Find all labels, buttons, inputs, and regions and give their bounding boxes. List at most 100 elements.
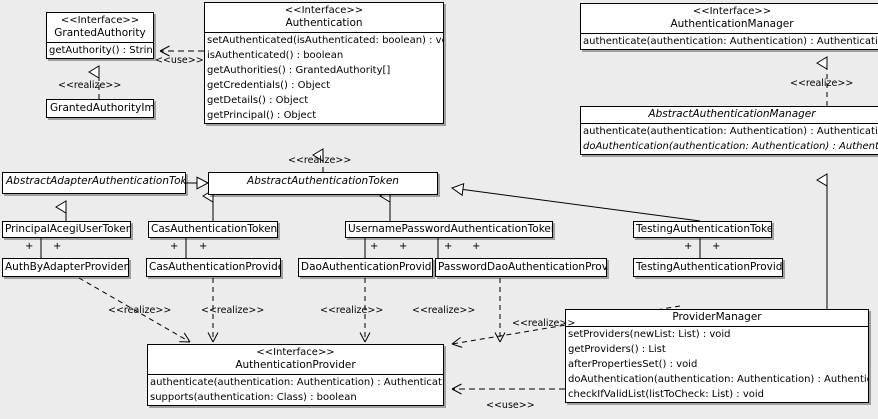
class-name: PrincipalAcegiUserToken (5, 223, 131, 235)
class-header: <<Interface>> AuthenticationProvider (148, 345, 443, 374)
class-testing-authentication-token[interactable]: TestingAuthenticationToken (633, 221, 772, 238)
class-header: GrantedAuthorityImpl (47, 100, 153, 117)
edge-label-realize-cas-authentication-provider: <<realize>> (201, 305, 265, 316)
operation: authenticate(authentication: Authenticat… (583, 126, 878, 137)
class-header: <<Interface>> GrantedAuthority (47, 13, 153, 42)
class-name: ProviderManager (672, 311, 762, 323)
class-header: AbstractAdapterAuthenticationToken (3, 173, 185, 190)
class-name: GrantedAuthority (54, 27, 146, 39)
operation: isAuthenticated() : boolean (207, 50, 344, 61)
class-header: DaoAuthenticationProvider (299, 259, 432, 276)
class-authentication-provider[interactable]: <<Interface>> AuthenticationProvider aut… (147, 344, 444, 406)
stereotype-label: <<Interface>> (284, 5, 364, 16)
class-authentication-manager[interactable]: <<Interface>> AuthenticationManager auth… (580, 3, 878, 50)
class-name: Authentication (285, 17, 363, 29)
operation: afterPropertiesSet() : void (568, 359, 698, 370)
edge-label-use-provider-manager: <<use>> (486, 400, 535, 411)
class-abstract-adapter-authentication-token[interactable]: AbstractAdapterAuthenticationToken (2, 172, 186, 194)
class-header: TestingAuthenticationToken (634, 222, 771, 237)
edge-label-realize-abstract-authentication-token: <<realize>> (288, 155, 352, 166)
association-marker-plus: + (684, 241, 693, 252)
class-name: CasAuthenticationProvider (149, 261, 281, 273)
association-marker-plus: + (370, 241, 379, 252)
operation: setAuthenticated(isAuthenticated: boolea… (207, 35, 443, 46)
class-granted-authority[interactable]: <<Interface>> GrantedAuthority getAuthor… (46, 12, 154, 59)
class-header: <<Interface>> AuthenticationManager (581, 4, 878, 33)
operation: getDetails() : Object (207, 95, 309, 106)
edge-label-realize-password-dao-authentication-provider: <<realize>> (412, 305, 476, 316)
class-header: AuthByAdapterProvider (3, 259, 128, 276)
class-header: TestingAuthenticationProvider (634, 259, 782, 276)
class-name: AbstractAdapterAuthenticationToken (6, 175, 186, 187)
association-marker-plus: + (53, 241, 62, 252)
operations-compartment: setAuthenticated(isAuthenticated: boolea… (205, 32, 443, 123)
operation: authenticate(authentication: Authenticat… (150, 377, 443, 388)
class-abstract-authentication-token[interactable]: AbstractAuthenticationToken (208, 172, 438, 195)
class-header: <<Interface>> Authentication (205, 3, 443, 32)
class-name: TestingAuthenticationToken (636, 223, 772, 235)
operations-compartment: authenticate(authentication: Authenticat… (581, 123, 878, 154)
class-header: AbstractAuthenticationManager (581, 107, 878, 123)
association-marker-plus: + (712, 241, 721, 252)
class-name: AbstractAuthenticationManager (648, 108, 816, 120)
class-name: AbstractAuthenticationToken (247, 175, 399, 187)
class-header: AbstractAuthenticationToken (209, 173, 437, 190)
class-header: ProviderManager (566, 310, 868, 326)
operation: getCredentials() : Object (207, 80, 331, 91)
operation: getProviders() : List (568, 344, 666, 355)
operation: doAuthentication(authentication: Authent… (568, 374, 868, 385)
association-marker-plus: + (170, 241, 179, 252)
class-header: PasswordDaoAuthenticationProvider (436, 259, 606, 276)
class-name: TestingAuthenticationProvider (636, 261, 783, 273)
class-auth-by-adapter-provider[interactable]: AuthByAdapterProvider (2, 258, 129, 277)
class-name: CasAuthenticationToken (151, 223, 278, 235)
class-provider-manager[interactable]: ProviderManager setProviders(newList: Li… (565, 309, 869, 403)
class-authentication[interactable]: <<Interface>> Authentication setAuthenti… (204, 2, 444, 124)
class-name: AuthenticationProvider (235, 359, 356, 371)
class-cas-authentication-token[interactable]: CasAuthenticationToken (148, 221, 278, 238)
association-marker-plus: + (472, 241, 481, 252)
edge-label-realize-abstract-authentication-manager: <<realize>> (790, 78, 854, 89)
operation: getAuthority() : String (49, 45, 153, 56)
class-name: AuthenticationManager (670, 18, 794, 30)
operations-compartment: getAuthority() : String (47, 42, 153, 58)
class-username-password-authentication-token[interactable]: UsernamePasswordAuthenticationToken (345, 221, 553, 238)
class-password-dao-authentication-provider[interactable]: PasswordDaoAuthenticationProvider (435, 258, 607, 277)
class-abstract-authentication-manager[interactable]: AbstractAuthenticationManager authentica… (580, 106, 878, 155)
class-name: DaoAuthenticationProvider (301, 261, 433, 273)
operation: checkIfValidList(listToCheck: List) : vo… (568, 389, 765, 400)
class-name: GrantedAuthorityImpl (50, 102, 154, 114)
class-dao-authentication-provider[interactable]: DaoAuthenticationProvider (298, 258, 433, 277)
class-name: PasswordDaoAuthenticationProvider (438, 261, 606, 273)
association-marker-plus: + (25, 241, 34, 252)
edge-label-realize-auth-by-adapter-provider: <<realize>> (108, 305, 172, 316)
association-marker-plus: + (199, 241, 208, 252)
class-header: CasAuthenticationToken (149, 222, 277, 237)
operation: supports(authentication: Class) : boolea… (150, 392, 357, 403)
edge-label-realize-dao-authentication-provider: <<realize>> (320, 305, 384, 316)
operation: authenticate(authentication: Authenticat… (583, 36, 878, 47)
association-marker-plus: + (399, 241, 408, 252)
class-header: UsernamePasswordAuthenticationToken (346, 222, 552, 237)
class-granted-authority-impl[interactable]: GrantedAuthorityImpl (46, 99, 154, 118)
class-cas-authentication-provider[interactable]: CasAuthenticationProvider (146, 258, 281, 277)
edge-label-use-authentication-granted-authority: <<use>> (155, 55, 204, 66)
edge-label-realize-granted-authority-impl: <<realize>> (58, 80, 122, 91)
stereotype-label: <<Interface>> (256, 347, 335, 358)
stereotype-label: <<Interface>> (692, 6, 772, 17)
class-testing-authentication-provider[interactable]: TestingAuthenticationProvider (633, 258, 783, 277)
operation: getPrincipal() : Object (207, 110, 317, 121)
operations-compartment: authenticate(authentication: Authenticat… (148, 374, 443, 405)
class-name: AuthByAdapterProvider (5, 261, 128, 273)
class-header: CasAuthenticationProvider (147, 259, 280, 276)
class-name: UsernamePasswordAuthenticationToken (348, 223, 553, 235)
class-principal-acegi-user-token[interactable]: PrincipalAcegiUserToken (2, 221, 131, 238)
stereotype-label: <<Interface>> (60, 15, 140, 26)
operation: setProviders(newList: List) : void (568, 329, 731, 340)
operation: doAuthentication(authentication: Authent… (583, 141, 878, 152)
class-header: PrincipalAcegiUserToken (3, 222, 130, 237)
operation: getAuthorities() : GrantedAuthority[] (207, 65, 391, 76)
association-marker-plus: + (444, 241, 453, 252)
operations-compartment: setProviders(newList: List) : void getPr… (566, 326, 868, 402)
